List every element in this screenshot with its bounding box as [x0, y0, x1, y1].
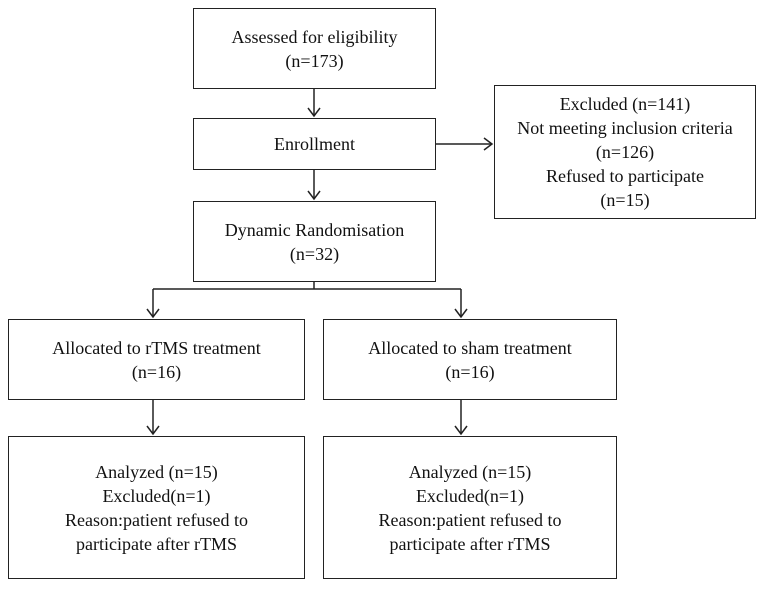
excluded-criteria-label: Not meeting inclusion criteria — [517, 118, 733, 138]
enrollment-label: Enrollment — [274, 134, 355, 154]
randomisation-label: Dynamic Randomisation — [224, 219, 405, 240]
rtms-allocation-box: Allocated to rTMS treatment (n=16) — [8, 319, 305, 400]
enrollment-box: Enrollment — [193, 118, 436, 170]
excluded-criteria-count: (n=126) — [595, 142, 655, 162]
sham-excluded: Excluded(n=1) — [415, 485, 525, 506]
rtms-analyzed: Analyzed (n=15) — [95, 461, 218, 482]
randomisation-count: (n=32) — [289, 243, 340, 264]
rtms-allocation-label: Allocated to rTMS treatment — [52, 337, 261, 358]
randomisation-box: Dynamic Randomisation (n=32) — [193, 201, 436, 282]
rtms-analysis-box: Analyzed (n=15) Excluded(n=1) Reason:pat… — [8, 436, 305, 579]
sham-reason-cont: participate after rTMS — [389, 533, 551, 554]
rtms-reason-cont: participate after rTMS — [76, 533, 237, 554]
sham-allocation-count: (n=16) — [445, 361, 495, 382]
sham-allocation-box: Allocated to sham treatment (n=16) — [323, 319, 617, 400]
excluded-box: Excluded (n=141) Not meeting inclusion c… — [494, 85, 756, 219]
rtms-excluded: Excluded(n=1) — [102, 485, 211, 506]
excluded-refused-count: (n=15) — [600, 190, 650, 210]
rtms-allocation-count: (n=16) — [131, 361, 182, 382]
assessed-count: (n=173) — [285, 50, 344, 71]
sham-analyzed: Analyzed (n=15) — [408, 461, 532, 482]
rtms-reason: Reason:patient refused to — [65, 509, 248, 530]
assessed-label: Assessed for eligibility — [231, 26, 398, 47]
sham-reason: Reason:patient refused to — [378, 509, 562, 530]
excluded-refused-label: Refused to participate — [546, 166, 704, 186]
sham-allocation-label: Allocated to sham treatment — [368, 337, 572, 358]
assessed-for-eligibility-box: Assessed for eligibility (n=173) — [193, 8, 436, 89]
excluded-total: Excluded (n=141) — [559, 94, 691, 114]
sham-analysis-box: Analyzed (n=15) Excluded(n=1) Reason:pat… — [323, 436, 617, 579]
